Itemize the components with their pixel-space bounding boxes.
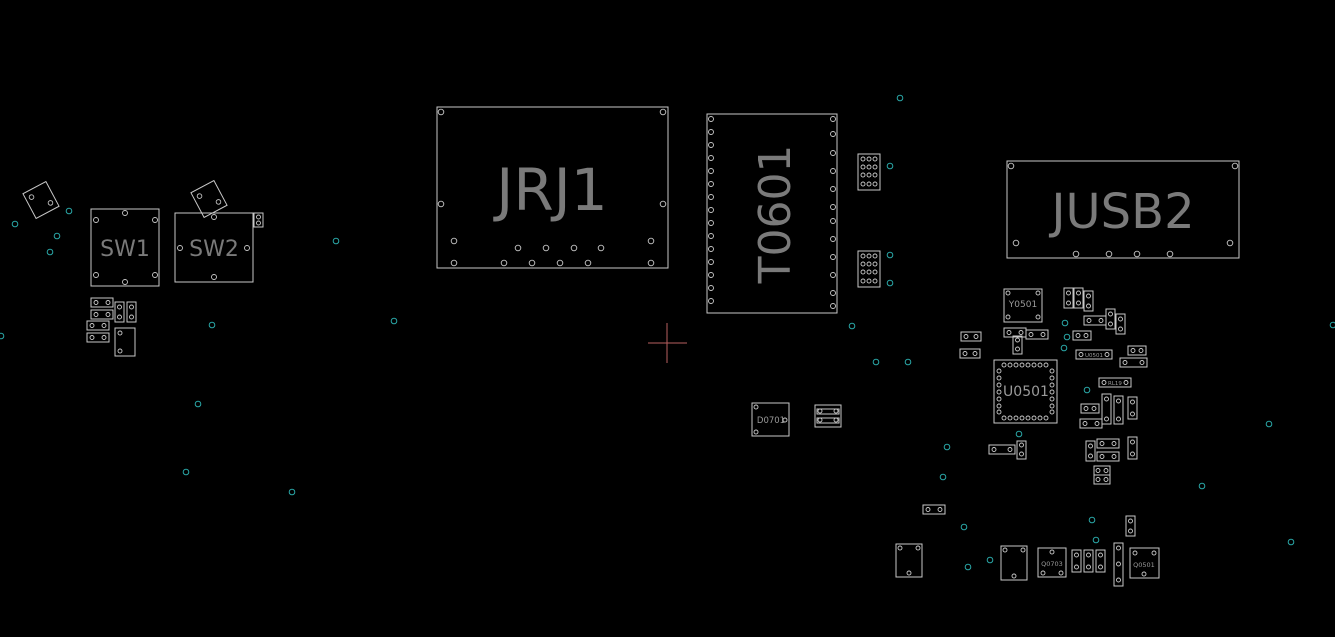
rl19-label: RL19 — [1108, 381, 1122, 387]
t0601-label: T0601 — [750, 145, 801, 285]
d0701-label: D0701 — [757, 416, 785, 426]
q0501-label: Q0501 — [1133, 561, 1155, 569]
u0501-small-label: U0501 — [1085, 353, 1103, 359]
passive-group-u0501[interactable]: U0501 RL19 — [922, 287, 1148, 537]
t0601-pads-right — [830, 116, 836, 309]
u0501-pads — [996, 362, 1055, 421]
component-bottom-mid[interactable] — [1000, 545, 1028, 581]
transformer-t0601[interactable]: T0601 — [706, 113, 838, 314]
jusb2-label: JUSB2 — [1048, 184, 1194, 240]
q0703-label: Q0703 — [1041, 560, 1063, 568]
ic-u0501[interactable]: U0501 — [993, 359, 1058, 424]
sw1-label: SW1 — [100, 237, 150, 262]
transistor-q0703[interactable]: Q0703 — [1037, 547, 1067, 578]
transistor-q0501[interactable]: Q0501 — [1129, 547, 1160, 579]
diode-d0701[interactable]: D0701 — [751, 402, 790, 437]
connector-jusb2[interactable]: JUSB2 — [1006, 160, 1240, 259]
component-bottom-left[interactable] — [895, 543, 923, 578]
crystal-y0501[interactable]: Y0501 — [1003, 288, 1043, 323]
t0601-pads-left — [708, 116, 714, 304]
switch-sw2[interactable]: SW2 — [174, 212, 254, 283]
connector-jrj1[interactable]: JRJ1 — [436, 106, 669, 269]
small-component-sw2-side[interactable] — [253, 212, 264, 228]
passive-group-bottom[interactable] — [1071, 542, 1124, 587]
led-component-right[interactable] — [190, 179, 228, 219]
resistor-array-top[interactable] — [857, 153, 881, 191]
y0501-label: Y0501 — [1008, 300, 1037, 310]
sw2-label: SW2 — [189, 237, 239, 262]
switch-sw1[interactable]: SW1 — [90, 208, 160, 287]
vias — [0, 94, 1335, 571]
cursor-crosshair — [648, 323, 687, 363]
small-component-d0701-side[interactable] — [814, 404, 842, 428]
u0501-label: U0501 — [1003, 384, 1049, 400]
resistor-array-bottom[interactable] — [857, 250, 881, 288]
jrj1-label: JRJ1 — [493, 156, 607, 224]
passive-group-left[interactable] — [86, 297, 137, 357]
led-component-left[interactable] — [22, 180, 60, 220]
